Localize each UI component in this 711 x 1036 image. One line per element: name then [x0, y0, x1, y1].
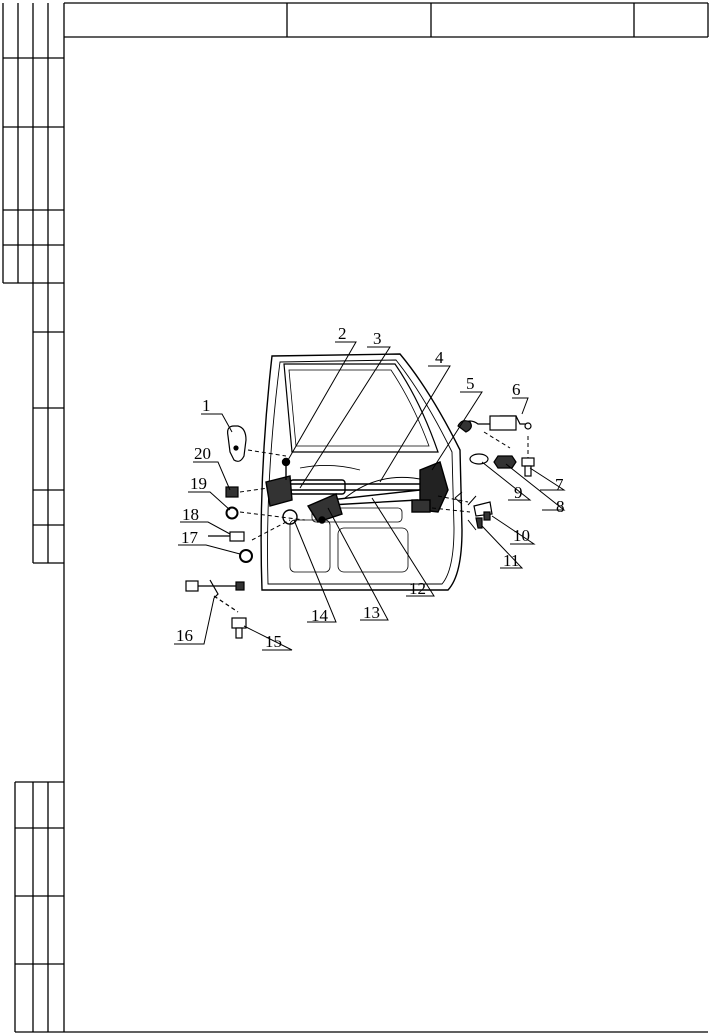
callout-8: 8 — [556, 497, 565, 516]
callout-18: 18 — [182, 505, 199, 524]
callout-5: 5 — [466, 374, 475, 393]
leader-lines — [174, 341, 566, 651]
callout-9: 9 — [514, 483, 523, 502]
callout-2: 2 — [338, 324, 347, 343]
loose-parts — [185, 415, 535, 639]
callout-10: 10 — [513, 526, 530, 545]
callout-13: 13 — [363, 603, 380, 622]
callout-3: 3 — [373, 329, 382, 348]
callout-20: 20 — [194, 444, 211, 463]
callout-14: 14 — [311, 606, 329, 625]
callout-1: 1 — [202, 396, 211, 415]
callout-6: 6 — [512, 380, 521, 399]
callout-17: 17 — [181, 528, 199, 547]
callout-11: 11 — [503, 551, 519, 570]
callout-12: 12 — [409, 579, 426, 598]
callout-19: 19 — [190, 474, 207, 493]
callout-labels: 1 2 3 4 5 6 7 8 9 10 11 12 13 14 15 16 1… — [176, 324, 565, 651]
callout-7: 7 — [555, 475, 564, 494]
door-illustration — [239, 353, 529, 591]
callout-15: 15 — [265, 632, 282, 651]
callout-16: 16 — [176, 626, 193, 645]
callout-4: 4 — [435, 348, 444, 367]
